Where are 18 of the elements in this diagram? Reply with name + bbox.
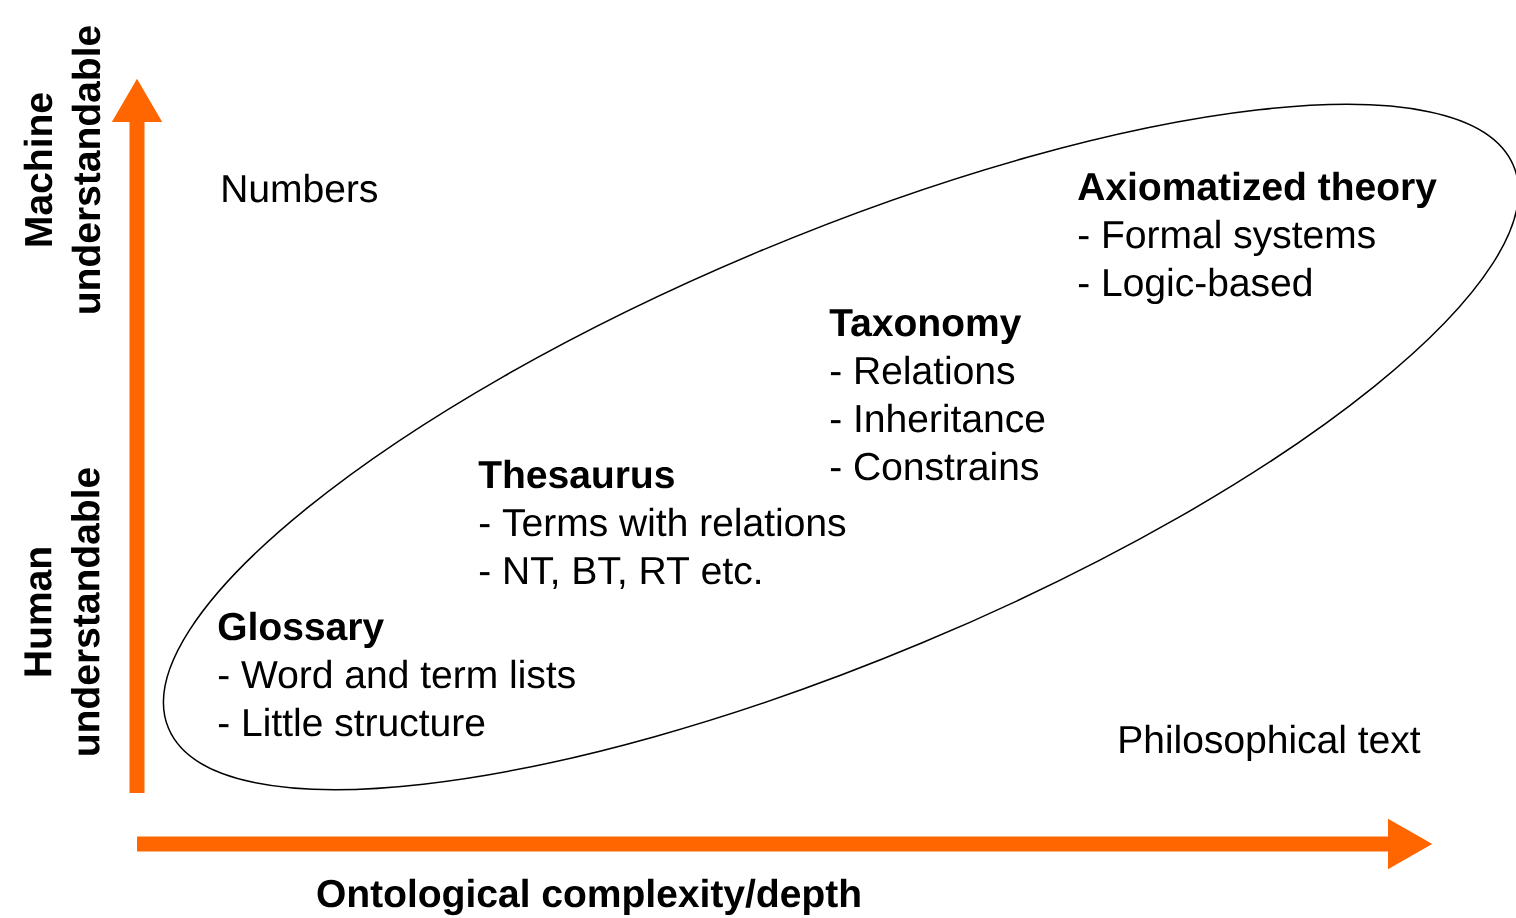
heading: Glossary (218, 611, 384, 649)
text-label: Philosophical text (1120, 724, 1421, 762)
bullet-item: - NT, BT, RT etc. (479, 557, 760, 589)
text-label: Numbers (223, 173, 377, 203)
bullet-item: - Inheritance (830, 403, 1045, 433)
bullet-item: - Constrains (830, 451, 1038, 481)
heading: Thesaurus (478, 459, 674, 489)
bullet-item: - Relations (830, 355, 1015, 385)
heading: Taxonomy (829, 309, 1022, 345)
axis-label: Ontological complexity/depth (317, 878, 860, 916)
heading: Axiomatized theory (1078, 171, 1437, 209)
bullet-item: - Word and term lists (218, 659, 575, 689)
bullet-item: - Little structure (218, 707, 485, 737)
bullet-item: - Logic-based (1078, 267, 1311, 305)
axis-label: Human understandable (24, 468, 100, 755)
bullet-item: - Terms with relations (479, 507, 846, 537)
axis-label: Machine understandable (23, 26, 101, 313)
bullet-item: - Formal systems (1078, 219, 1375, 257)
